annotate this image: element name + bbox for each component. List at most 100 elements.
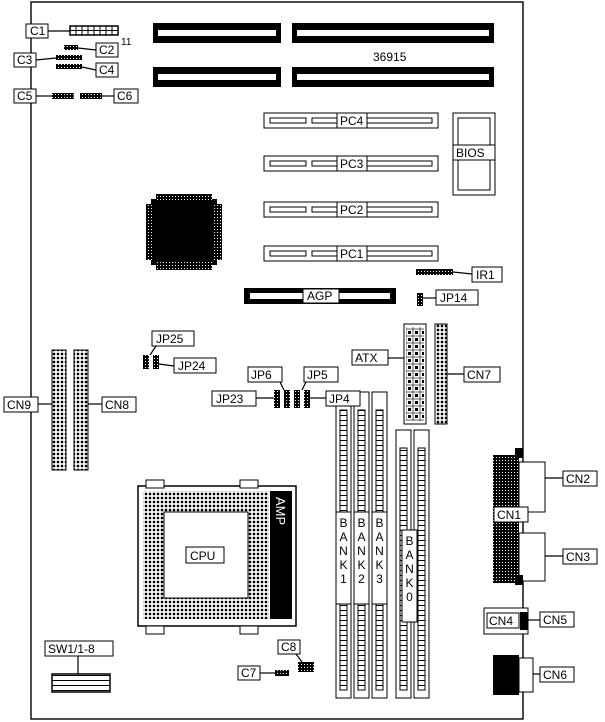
svg-text:CN4: CN4 [489,614,513,628]
callout-sw1: SW1/1-8 [44,640,114,674]
sw1-dip-switch [51,673,111,693]
callout-cn1: CN1 [493,506,529,523]
callout-jp25: JP25 [149,330,195,356]
callout-c2: C2 [77,42,119,58]
svg-text:BIOS: BIOS [456,146,485,160]
callout-cpu: CPU [185,546,225,564]
svg-text:PC1: PC1 [340,247,364,261]
callout-c5: C5 [13,88,52,104]
svg-text:C4: C4 [99,63,115,77]
callout-pc3: PC3 [336,155,368,172]
callout-jp24: JP24 [158,357,217,374]
svg-text:C7: C7 [241,666,257,680]
svg-text:CPU: CPU [190,549,215,563]
svg-text:CN6: CN6 [543,668,567,682]
jp24-jp25-jumpers [143,355,159,369]
svg-text:JP25: JP25 [156,332,184,346]
svg-text:CN9: CN9 [7,398,31,412]
callout-pc1: PC1 [336,245,368,262]
svg-text:C8: C8 [281,640,297,654]
top-slots [153,23,494,87]
svg-text:IR1: IR1 [476,268,495,282]
svg-text:C6: C6 [117,89,133,103]
svg-text:CN2: CN2 [566,472,590,486]
callout-jp6: JP6 [247,366,285,391]
callout-pc4: PC4 [336,112,368,129]
callout-cn2: CN2 [545,470,598,487]
callout-pc2: PC2 [336,201,368,218]
svg-text:C3: C3 [17,53,33,67]
callout-c6: C6 [102,88,139,104]
callout-jp23: JP23 [211,390,274,407]
svg-text:JP23: JP23 [216,392,244,406]
callout-jp5: JP5 [301,366,339,391]
callout-c3: C3 [13,52,57,68]
callout-c1: C1 [25,23,70,39]
svg-text:JP4: JP4 [329,392,350,406]
pin-marker: 11 [121,37,132,48]
svg-text:C5: C5 [17,89,33,103]
svg-text:JP6: JP6 [251,368,272,382]
callout-bios: BIOS [452,144,496,161]
svg-text:JP24: JP24 [178,359,206,373]
callout-amp: AMP [273,497,288,525]
jp-cluster [274,390,310,408]
c7-pins [275,670,289,676]
callout-agp: AGP [302,288,340,304]
c2-c4-pins [56,45,82,69]
svg-text:PC4: PC4 [340,114,364,128]
c1-connector [69,25,119,36]
svg-text:CN3: CN3 [566,550,590,564]
svg-text:PC3: PC3 [340,157,364,171]
jp14-jumper [417,293,423,306]
svg-text:AGP: AGP [307,289,332,303]
svg-text:C1: C1 [30,24,46,38]
chipset [146,194,222,270]
svg-text:JP14: JP14 [440,291,468,305]
ir1-connector [416,269,453,275]
callout-cn8: CN8 [88,396,137,413]
callout-cn7: CN7 [447,366,501,383]
callout-ir1: IR1 [452,266,503,283]
svg-text:SW1/1-8: SW1/1-8 [48,642,95,656]
svg-text:CN1: CN1 [497,508,521,522]
svg-text:C2: C2 [99,43,115,57]
callout-atx: ATX [351,349,404,366]
callout-c4: C4 [81,62,119,78]
callout-cn6: CN6 [533,666,575,683]
callout-cn5: CN5 [528,611,575,628]
c8-pins [298,662,314,672]
c5-c6-pins [52,93,102,99]
callout-cn3: CN3 [545,548,598,565]
callout-cn9: CN9 [3,396,52,413]
atx-connector [403,323,427,425]
callout-jp14: JP14 [423,289,479,306]
svg-text:CN7: CN7 [467,368,491,382]
callout-c8: C8 [277,639,303,663]
svg-text:PC2: PC2 [340,203,364,217]
callout-cn4: CN4 [486,612,520,629]
cn6-port [493,655,534,695]
svg-text:JP5: JP5 [307,368,328,382]
svg-text:CN5: CN5 [543,613,567,627]
callout-jp4: JP4 [310,390,361,407]
cn7-connector [434,323,448,425]
callout-c7: C7 [237,665,275,681]
cn8-connector [73,349,89,471]
cn9-connector [51,349,67,471]
svg-text:ATX: ATX [355,351,377,365]
svg-text:AMP: AMP [273,497,288,525]
